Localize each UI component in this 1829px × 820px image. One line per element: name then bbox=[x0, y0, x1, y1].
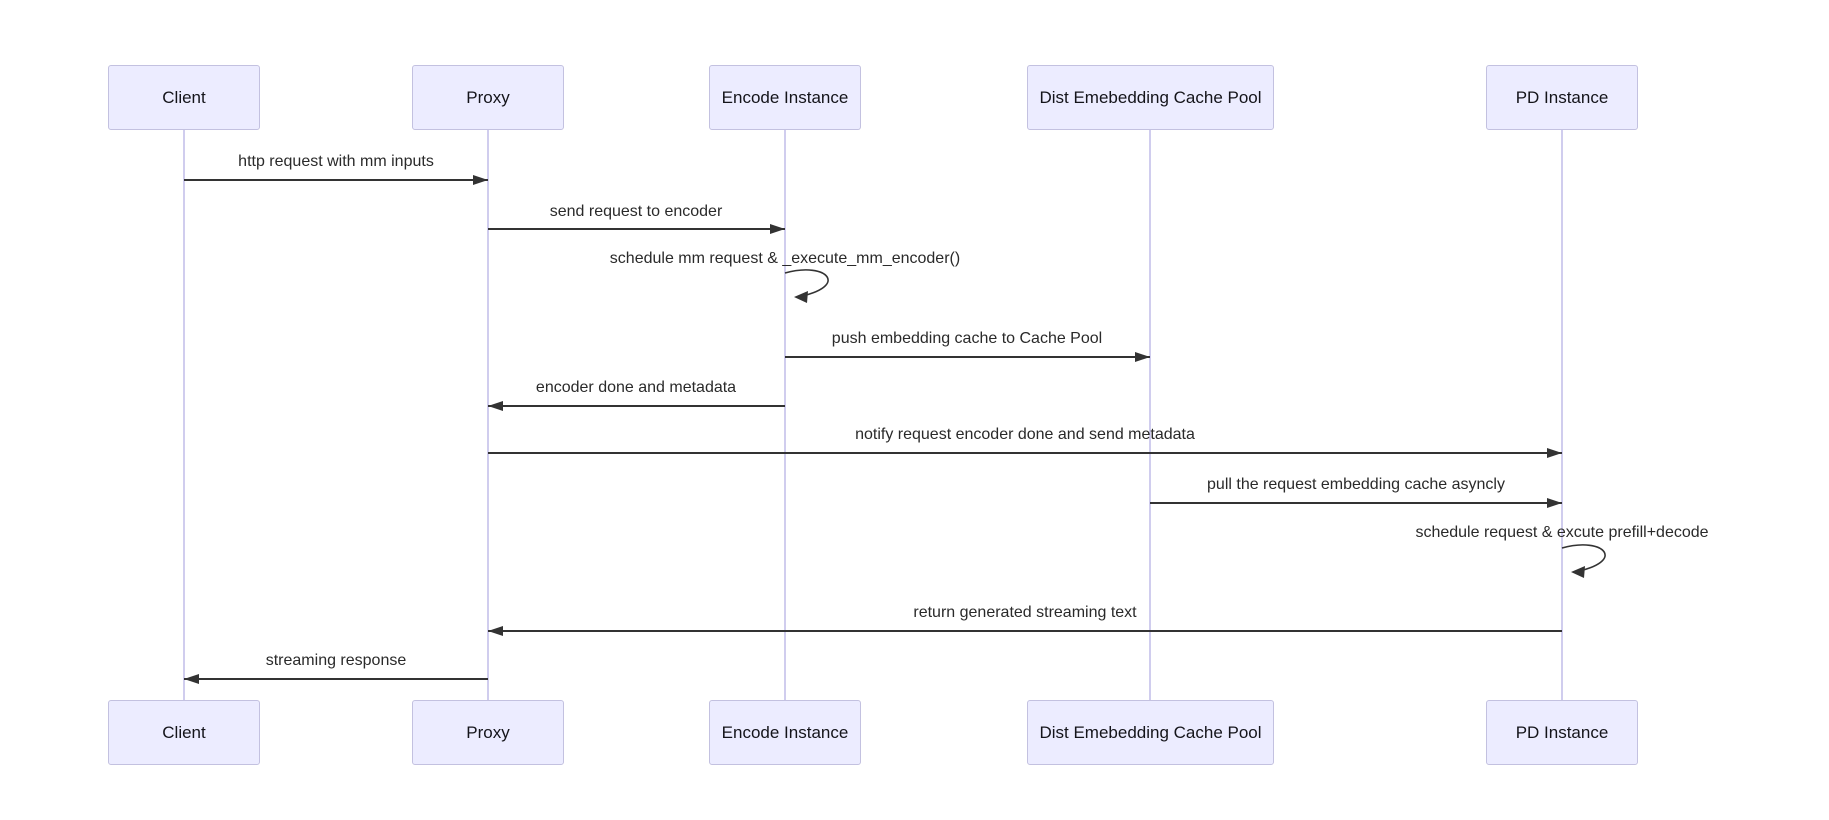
message-4-arrowhead-icon bbox=[1135, 352, 1150, 362]
actor-top-encode-instance: Encode Instance bbox=[709, 65, 861, 130]
message-8-label: schedule request & excute prefill+decode bbox=[1415, 524, 1709, 541]
lifeline-encode-instance bbox=[784, 130, 786, 700]
actor-label: Encode Instance bbox=[721, 87, 849, 107]
message-7-arrowhead-icon bbox=[1547, 498, 1562, 508]
actor-top-dist-embedding-cache-pool: Dist Emebedding Cache Pool bbox=[1027, 65, 1274, 130]
actor-label: Dist Emebedding Cache Pool bbox=[1039, 722, 1262, 742]
actor-top-client: Client bbox=[108, 65, 260, 130]
message-2-line bbox=[488, 228, 785, 230]
message-6-line bbox=[488, 452, 1562, 454]
actor-bottom-encode-instance: Encode Instance bbox=[709, 700, 861, 765]
message-5-label: encoder done and metadata bbox=[535, 379, 737, 396]
actor-label: Encode Instance bbox=[721, 722, 849, 742]
message-2-arrowhead-icon bbox=[770, 224, 785, 234]
message-10-label: streaming response bbox=[265, 652, 407, 669]
actor-label: PD Instance bbox=[1515, 87, 1609, 107]
message-9-arrowhead-icon bbox=[488, 626, 503, 636]
actor-label: Proxy bbox=[466, 87, 510, 107]
message-1-line bbox=[184, 179, 488, 181]
message-5-arrowhead-icon bbox=[488, 401, 503, 411]
lifeline-dist-embedding-cache-pool bbox=[1149, 130, 1151, 700]
message-7-line bbox=[1150, 502, 1562, 504]
message-3-self-loop-arrow bbox=[784, 269, 829, 303]
actor-top-proxy: Proxy bbox=[412, 65, 564, 130]
actor-top-pd-instance: PD Instance bbox=[1486, 65, 1638, 130]
message-6-label: notify request encoder done and send met… bbox=[855, 426, 1195, 443]
message-5-line bbox=[488, 405, 785, 407]
message-9-line bbox=[488, 630, 1562, 632]
actor-label: Client bbox=[162, 722, 206, 742]
message-1-arrowhead-icon bbox=[473, 175, 488, 185]
message-10-arrowhead-icon bbox=[184, 674, 199, 684]
message-1-label: http request with mm inputs bbox=[238, 153, 434, 170]
lifeline-client bbox=[183, 130, 185, 700]
actor-label: Proxy bbox=[466, 722, 510, 742]
message-4-line bbox=[785, 356, 1150, 358]
lifeline-proxy bbox=[487, 130, 489, 700]
actor-label: PD Instance bbox=[1515, 722, 1609, 742]
message-7-label: pull the request embedding cache asyncly bbox=[1207, 476, 1505, 493]
message-8-self-loop-arrow bbox=[1561, 544, 1606, 578]
actor-bottom-dist-embedding-cache-pool: Dist Emebedding Cache Pool bbox=[1027, 700, 1274, 765]
actor-bottom-client: Client bbox=[108, 700, 260, 765]
message-3-label: schedule mm request & _execute_mm_encode… bbox=[609, 250, 961, 267]
actor-bottom-pd-instance: PD Instance bbox=[1486, 700, 1638, 765]
message-2-label: send request to encoder bbox=[549, 203, 723, 220]
actor-label: Dist Emebedding Cache Pool bbox=[1039, 87, 1262, 107]
lifeline-pd-instance bbox=[1561, 130, 1563, 700]
message-4-label: push embedding cache to Cache Pool bbox=[831, 330, 1103, 347]
message-9-label: return generated streaming text bbox=[913, 604, 1137, 621]
actor-bottom-proxy: Proxy bbox=[412, 700, 564, 765]
message-6-arrowhead-icon bbox=[1547, 448, 1562, 458]
actor-label: Client bbox=[162, 87, 206, 107]
message-10-line bbox=[184, 678, 488, 680]
